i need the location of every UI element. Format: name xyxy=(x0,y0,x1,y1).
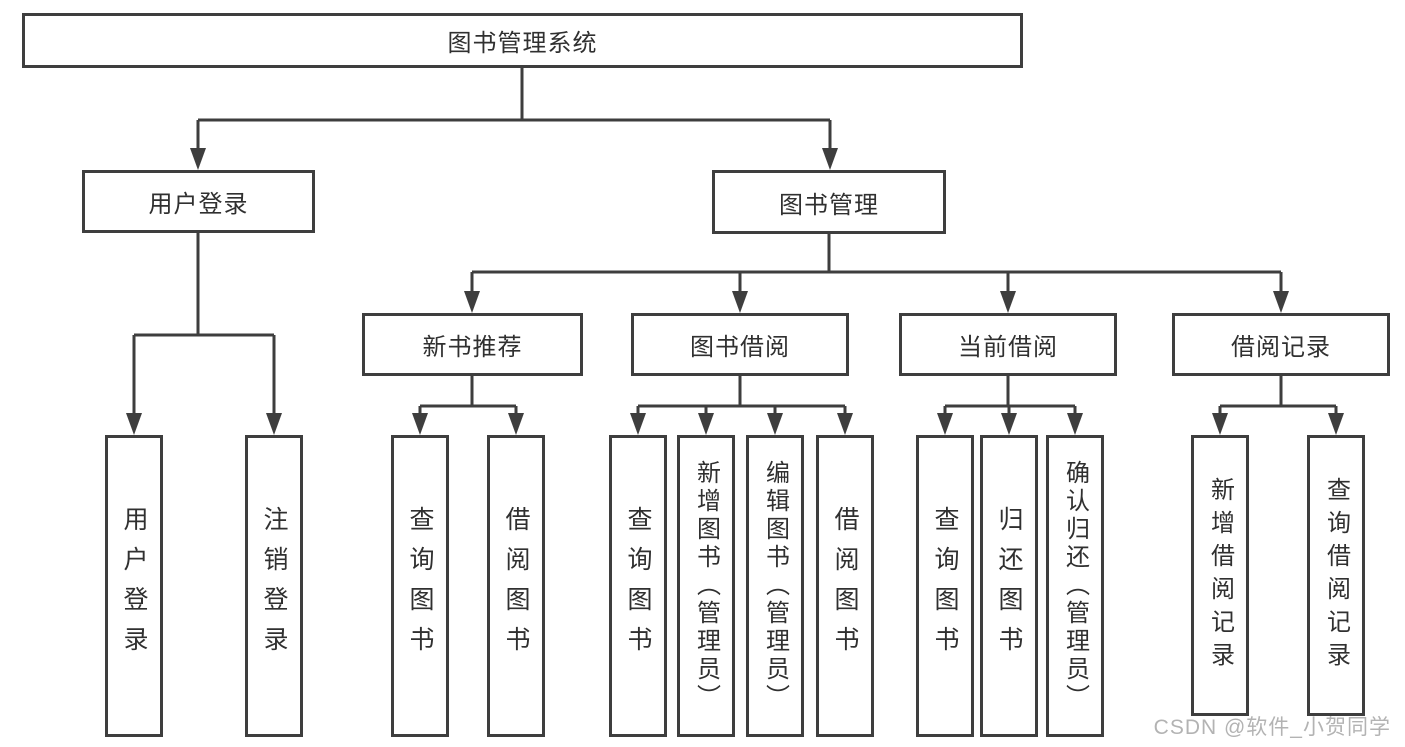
leaf-label: 借阅图书 xyxy=(831,506,859,666)
leaf-label: 借阅图书 xyxy=(502,506,530,666)
leaf-label: 归还图书 xyxy=(995,506,1023,666)
node-label: 借阅记录 xyxy=(1231,334,1331,361)
leaf-query-borrow-record: 查询借阅记录 xyxy=(1307,435,1365,716)
node-label: 用户登录 xyxy=(148,191,249,218)
node-label: 图书管理 xyxy=(779,191,879,219)
leaf-label: 编辑图书（管理员） xyxy=(761,460,789,712)
leaf-label: 查询图书 xyxy=(624,506,652,666)
node-label: 当前借阅 xyxy=(958,334,1058,361)
leaf-return-books: 归还图书 xyxy=(980,435,1038,737)
arrowheads xyxy=(126,148,1344,435)
node-borrow-records: 借阅记录 xyxy=(1172,313,1390,376)
node-new-book-recommend: 新书推荐 xyxy=(362,313,583,376)
leaf-label: 新增图书（管理员） xyxy=(692,460,720,712)
leaf-add-borrow-record: 新增借阅记录 xyxy=(1191,435,1249,716)
leaf-label: 用户登录 xyxy=(120,506,148,666)
leaf-borrow-books: 借阅图书 xyxy=(816,435,874,737)
leaf-query-books: 查询图书 xyxy=(391,435,449,737)
node-current-borrow: 当前借阅 xyxy=(899,313,1117,376)
leaf-borrow-books: 借阅图书 xyxy=(487,435,545,737)
leaf-label: 注销登录 xyxy=(260,506,288,666)
leaf-label: 查询借阅记录 xyxy=(1322,476,1350,675)
leaf-logout: 注销登录 xyxy=(245,435,303,737)
node-book-borrow: 图书借阅 xyxy=(631,313,849,376)
leaf-label: 查询图书 xyxy=(931,506,959,666)
leaf-label: 查询图书 xyxy=(406,506,434,666)
leaf-label: 新增借阅记录 xyxy=(1206,476,1234,675)
leaf-query-books: 查询图书 xyxy=(609,435,667,737)
leaf-add-books-admin: 新增图书（管理员） xyxy=(677,435,735,737)
leaf-label: 确认归还（管理员） xyxy=(1061,460,1089,712)
leaf-confirm-return-admin: 确认归还（管理员） xyxy=(1046,435,1104,737)
node-label: 新书推荐 xyxy=(422,334,523,361)
leaf-edit-books-admin: 编辑图书（管理员） xyxy=(746,435,804,737)
leaf-query-books: 查询图书 xyxy=(916,435,974,737)
node-book-management: 图书管理 xyxy=(712,170,946,234)
node-user-login: 用户登录 xyxy=(82,170,315,233)
node-label: 图书管理系统 xyxy=(447,30,598,57)
node-library-management-system: 图书管理系统 xyxy=(22,13,1023,68)
leaf-user-login: 用户登录 xyxy=(105,435,163,737)
csdn-watermark: CSDN @软件_小贺同学 xyxy=(1153,716,1391,739)
node-label: 图书借阅 xyxy=(690,334,790,361)
